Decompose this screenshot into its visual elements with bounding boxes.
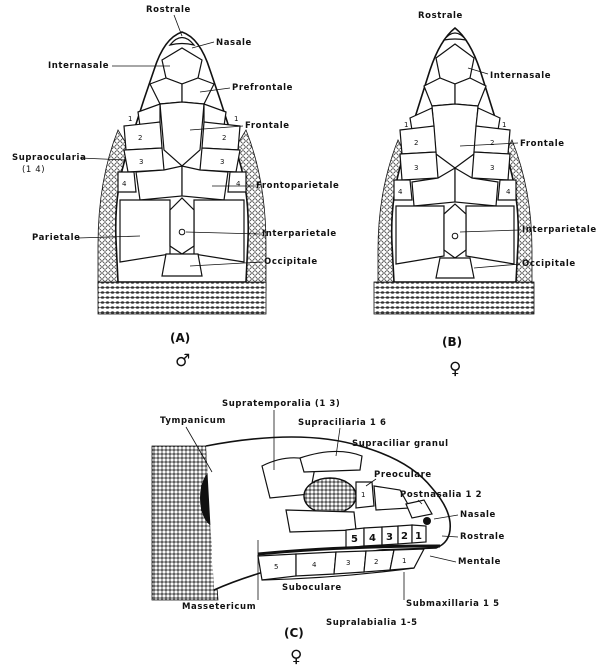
label-tympanicum: Tympanicum xyxy=(160,416,226,426)
panel-a-number: 4 xyxy=(122,180,127,188)
label-frontoparietale-a: Frontoparietale xyxy=(256,181,339,191)
panel-b-supraocular-4-left xyxy=(394,180,412,200)
panel-b-parietal-eye xyxy=(452,233,458,239)
panel-a-neck-scales xyxy=(98,282,266,314)
panel-b-occipitale-scale xyxy=(436,258,474,278)
female-symbol-b: ♀ xyxy=(449,359,461,379)
panel-b-number: 2 xyxy=(414,139,418,147)
panel-c-suboculare-scale xyxy=(286,510,356,532)
label-submaxillaria: Submaxillaria 1 5 xyxy=(406,599,500,609)
panel-a-supraocular-2-right xyxy=(202,122,240,150)
supralabial-number: 3 xyxy=(386,532,393,543)
label-prefrontale-a: Prefrontale xyxy=(232,83,293,93)
label-nasale-c: Nasale xyxy=(460,510,496,520)
panel-a-head-dorsal: 1 2 3 4 1 2 3 4 Rostrale Nasale Internas… xyxy=(12,5,339,371)
panel-c-eye xyxy=(304,478,356,514)
label-suboculare: Suboculare xyxy=(282,583,342,593)
label-occipitale-a: Occipitale xyxy=(264,257,318,267)
panel-a-occipitale-scale xyxy=(162,254,202,276)
label-rostrale-c: Rostrale xyxy=(460,532,505,542)
label-mentale: Mentale xyxy=(458,557,501,567)
label-preoculare: Preoculare xyxy=(374,470,432,480)
panel-b-parietale-right xyxy=(466,206,514,264)
panel-a-number: 1 xyxy=(234,115,238,123)
panel-a-supraocular-4-left xyxy=(118,172,136,192)
panel-a-parietal-eye xyxy=(179,229,185,235)
panel-a-number: 4 xyxy=(236,180,241,188)
label-internasale-a: Internasale xyxy=(48,61,109,71)
label-supraocularia-a: Supraocularia xyxy=(12,153,86,163)
infralabial-number: 5 xyxy=(274,563,278,571)
supralabial-number: 5 xyxy=(351,534,358,545)
label-supratemporalia: Supratemporalia (1 3) xyxy=(222,399,340,409)
panel-b-number: 3 xyxy=(490,164,494,172)
panel-b-head-dorsal: 1 2 3 4 1 2 3 4 Rostrale Internasale Fro… xyxy=(374,11,597,379)
panel-c-head-lateral: 1 5 4 3 2 1 5 4 3 2 1 Supratemporalia (1… xyxy=(152,399,505,667)
panel-b-neck-scales xyxy=(374,282,534,314)
label-supraciliaria: Supraciliaria 1 6 xyxy=(298,418,387,428)
panel-b-letter: (B) xyxy=(442,335,462,349)
panel-b-parietale-left xyxy=(396,206,444,264)
label-frontale-b: Frontale xyxy=(520,139,565,149)
supralabial-number: 4 xyxy=(369,533,376,544)
panel-a-number: 3 xyxy=(139,158,143,166)
label-rostrale-b: Rostrale xyxy=(418,11,463,21)
panel-a-letter: (A) xyxy=(170,331,190,345)
panel-a-number: 2 xyxy=(138,134,142,142)
label-rostrale-a: Rostrale xyxy=(146,5,191,15)
panel-c-nostril xyxy=(423,517,431,525)
panel-a-parietale-left xyxy=(120,200,170,262)
panel-a-parietale-right xyxy=(194,200,244,262)
panel-a-frontoparietale-right xyxy=(182,166,228,200)
label-interparietale-a: Interparietale xyxy=(262,229,337,239)
panel-a-frontoparietale-left xyxy=(136,166,182,200)
label-postnasalia: Postnasalia 1 2 xyxy=(400,490,482,500)
panel-b-supraocular-3-left xyxy=(400,152,438,180)
label-supralabialia: Supralabialia 1-5 xyxy=(326,618,418,628)
panel-b-number: 1 xyxy=(502,121,506,129)
male-symbol: ♂ xyxy=(175,351,190,371)
female-symbol-c: ♀ xyxy=(290,647,302,667)
panel-a-number: 3 xyxy=(220,158,224,166)
label-massetericum: Massetericum xyxy=(182,602,256,612)
infralabial-number: 2 xyxy=(374,558,378,566)
panel-a-number: 2 xyxy=(222,134,226,142)
panel-b-number: 4 xyxy=(398,188,403,196)
panel-a-supraocular-3-left xyxy=(124,148,164,172)
panel-b-number: 4 xyxy=(506,188,511,196)
panel-c-infralabial-2 xyxy=(364,550,394,572)
supralabial-number: 1 xyxy=(415,531,422,542)
label-supraciliar-granul: Supraciliar granul xyxy=(352,439,449,449)
panel-c-letter: (C) xyxy=(284,626,304,640)
panel-b-number: 2 xyxy=(490,139,494,147)
panel-a-supraocular-2-left xyxy=(124,122,162,150)
panel-a-number: 1 xyxy=(128,115,132,123)
infralabial-number: 4 xyxy=(312,561,317,569)
panel-b-interparietale-scale xyxy=(444,204,466,258)
label-occipitale-b: Occipitale xyxy=(522,259,576,269)
panel-c-infralabial-1 xyxy=(390,549,424,570)
panel-b-rostrale-scale xyxy=(444,33,466,40)
infralabial-number: 1 xyxy=(402,557,406,565)
label-parietale-a: Parietale xyxy=(32,233,81,243)
label-frontale-a: Frontale xyxy=(245,121,290,131)
panel-b-number: 1 xyxy=(404,121,408,129)
panel-b-number: 3 xyxy=(414,164,418,172)
label-supraocularia-range-a: (1 4) xyxy=(22,165,45,175)
panel-a-interparietale-scale xyxy=(170,198,194,254)
label-nasale-a: Nasale xyxy=(216,38,252,48)
label-internasale-b: Internasale xyxy=(490,71,551,81)
label-interparietale-b: Interparietale xyxy=(522,225,597,235)
svg-text:1: 1 xyxy=(361,491,365,499)
infralabial-number: 3 xyxy=(346,559,350,567)
supralabial-number: 2 xyxy=(401,531,408,542)
